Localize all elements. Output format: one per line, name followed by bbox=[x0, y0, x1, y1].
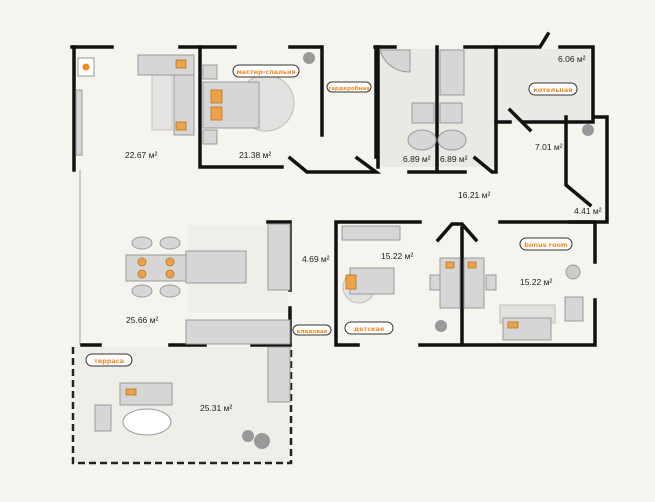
plant-icon bbox=[565, 264, 581, 280]
area-kids: 15.22 м² bbox=[381, 251, 413, 261]
area-hall: 16.21 м² bbox=[458, 190, 490, 200]
toilet bbox=[407, 129, 437, 151]
kitchen-counter bbox=[185, 319, 291, 345]
plant-icon bbox=[242, 430, 254, 442]
room-tag-master-bedroom: мастер-спальня bbox=[232, 64, 300, 78]
fire-icon bbox=[82, 63, 90, 71]
nightstand bbox=[202, 129, 218, 145]
wardrobe-cabinet bbox=[341, 225, 401, 241]
furniture bbox=[75, 49, 594, 449]
area-kitchen: 25.66 м² bbox=[126, 315, 158, 325]
terrace-armchair bbox=[94, 404, 112, 432]
room-tag-wardrobe: гардеробная bbox=[326, 81, 372, 93]
svg-text:мастер-спальня: мастер-спальня bbox=[236, 68, 295, 76]
svg-text:детская: детская bbox=[354, 325, 384, 333]
area-bath1: 6.89 м² bbox=[403, 154, 431, 164]
coffee-table bbox=[122, 408, 172, 436]
terrace-sofa bbox=[119, 382, 173, 406]
area-boiler: 6.06 м² bbox=[558, 54, 586, 64]
dining-table bbox=[125, 254, 187, 282]
area-bath2: 6.89 м² bbox=[440, 154, 468, 164]
room-tag-terrace: терраса bbox=[85, 353, 133, 367]
room-tag-kids: детская bbox=[344, 321, 394, 335]
kids-bed bbox=[349, 267, 395, 295]
walls bbox=[70, 31, 609, 465]
room-tag-bonus: bonus room bbox=[519, 237, 573, 251]
plant-icon bbox=[582, 124, 594, 136]
plant-icon bbox=[435, 320, 447, 332]
area-vestibule: 7.01 м² bbox=[535, 142, 563, 152]
svg-text:терраса: терраса bbox=[94, 357, 124, 365]
svg-text:котельная: котельная bbox=[534, 86, 573, 94]
svg-text:кладовая: кладовая bbox=[297, 329, 328, 335]
bed bbox=[202, 81, 260, 129]
tv bbox=[75, 89, 83, 156]
room-tag-storage: кладовая bbox=[292, 324, 332, 336]
sofa-side bbox=[173, 74, 195, 136]
area-living: 22.67 м² bbox=[125, 150, 157, 160]
room-tag-boiler: котельная bbox=[528, 82, 578, 96]
area-storage: 4.69 м² bbox=[302, 254, 330, 264]
plant-icon bbox=[254, 433, 270, 449]
area-master-bedroom: 21.38 м² bbox=[239, 150, 271, 160]
desk bbox=[463, 257, 485, 309]
rug bbox=[151, 74, 173, 131]
kitchen-island bbox=[185, 250, 247, 284]
shower bbox=[379, 49, 411, 73]
toilet bbox=[437, 129, 467, 151]
plant-icon bbox=[303, 52, 315, 64]
area-closet: 4.41 м² bbox=[574, 206, 602, 216]
sink bbox=[439, 102, 463, 124]
area-bonus: 15.22 м² bbox=[520, 277, 552, 287]
nightstand bbox=[202, 64, 218, 80]
fridge-cabinet bbox=[267, 223, 291, 291]
svg-text:гардеробная: гардеробная bbox=[328, 85, 370, 92]
sink bbox=[411, 102, 435, 124]
sofa bbox=[502, 317, 552, 341]
outdoor-kitchen bbox=[267, 346, 291, 403]
area-terrace: 25.31 м² bbox=[200, 403, 232, 413]
armchair bbox=[564, 296, 584, 322]
svg-text:bonus room: bonus room bbox=[524, 241, 568, 249]
bathtub bbox=[439, 49, 465, 96]
